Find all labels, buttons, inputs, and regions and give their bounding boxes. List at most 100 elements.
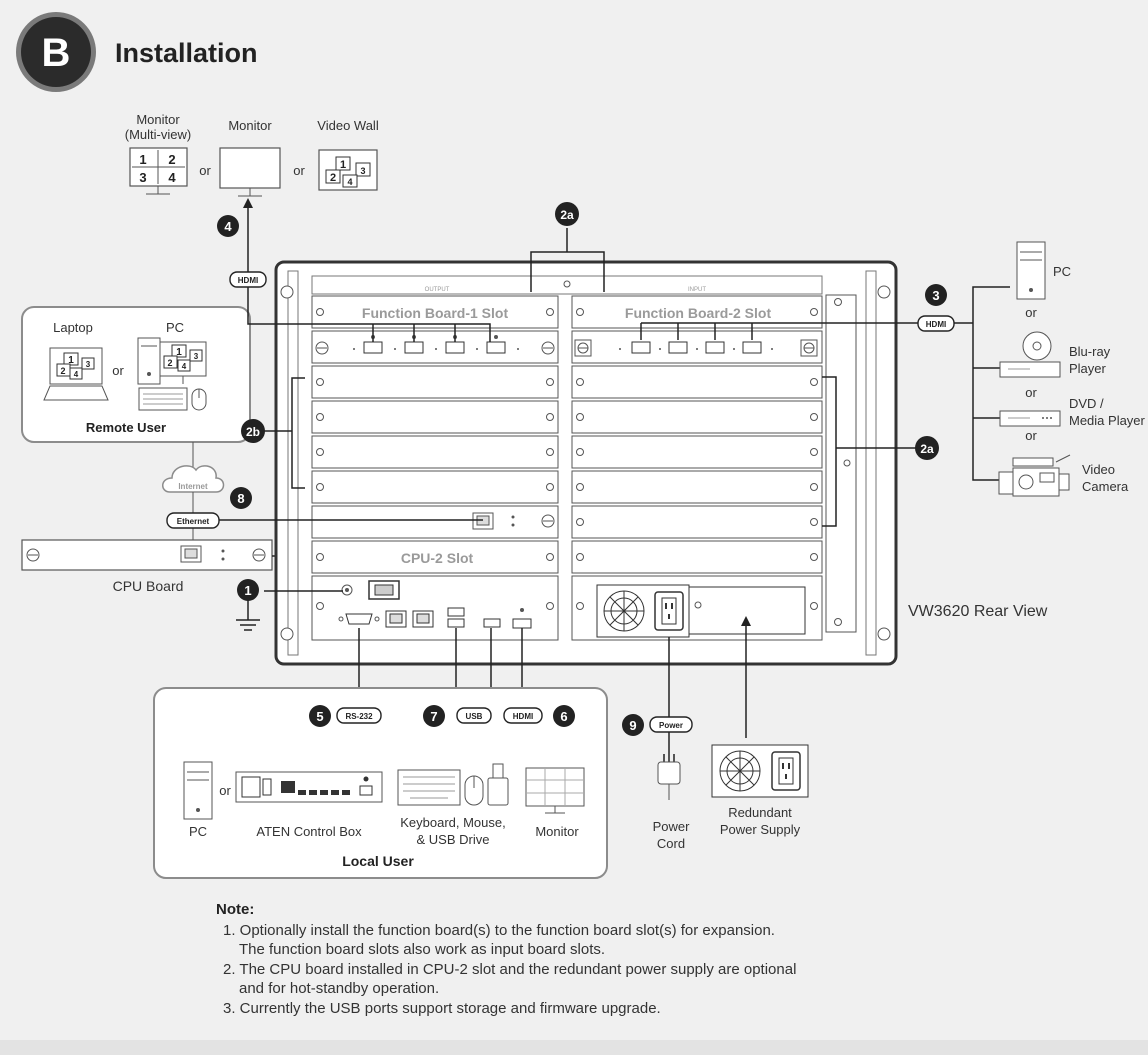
svg-text:Ethernet: Ethernet <box>177 517 210 526</box>
notes-heading: Note: <box>216 901 255 918</box>
left-slot-column: Function Board-1 Slot CPU-2 Slot <box>311 295 559 641</box>
pc-icon-source <box>1016 241 1046 300</box>
svg-text:3: 3 <box>86 360 91 369</box>
local-user-box: PC or ATEN Control Box Keyboard, Mouse,&… <box>153 687 608 879</box>
step-9-badge: 9 <box>622 714 644 736</box>
svg-text:9: 9 <box>629 718 636 733</box>
svg-text:5: 5 <box>316 709 323 724</box>
keyboard-mouse-usb-icon <box>397 763 509 806</box>
cell-4: 4 <box>168 170 176 185</box>
monitor-icon-local <box>525 767 585 814</box>
svg-text:4: 4 <box>224 219 232 234</box>
note-2: 2. The CPU board installed in CPU-2 slot… <box>223 960 797 978</box>
step-5-badge: 5 <box>309 705 331 727</box>
cpu-2-slot-label: CPU-2 Slot <box>401 550 474 566</box>
vw3620-chassis: OUTPUT INPUT Function Board-1 Slot CPU-2… <box>274 260 898 666</box>
section-badge: B <box>42 31 71 75</box>
or-source-2: or <box>1025 385 1037 400</box>
peripherals-label: Keyboard, Mouse,& USB Drive <box>400 815 506 847</box>
svg-text:2b: 2b <box>246 425 260 439</box>
svg-text:4: 4 <box>347 177 352 187</box>
function-board-2-label: Function Board-2 Slot <box>625 305 772 321</box>
control-box-icon <box>235 771 383 803</box>
local-user-label: Local User <box>342 853 414 869</box>
note-3: 3. Currently the USB ports support stora… <box>223 999 661 1017</box>
note-1-cont: The function board slots also work as in… <box>239 941 606 958</box>
function-board-1-label: Function Board-1 Slot <box>362 305 509 321</box>
cable-tags: HDMI HDMI Ethernet RS-232 USB HDMI Power <box>166 271 955 733</box>
section-header: B Installation <box>16 12 258 92</box>
remote-user-box: Laptop 1 2 3 4 or PC 1 2 3 4 <box>21 306 251 443</box>
step-3-badge: 3 <box>925 284 947 306</box>
svg-text:USB: USB <box>466 712 483 721</box>
pc-label-remote: PC <box>166 320 184 335</box>
dvd-player-icon <box>999 410 1061 427</box>
cell-1: 1 <box>139 152 146 167</box>
ethernet-tag: Ethernet <box>166 512 220 529</box>
note-1: 1. Optionally install the function board… <box>223 921 775 939</box>
remote-user-label: Remote User <box>86 420 166 435</box>
laptop-label: Laptop <box>53 320 93 335</box>
control-panel-ports <box>338 580 532 629</box>
svg-text:4: 4 <box>74 370 79 379</box>
monitor-label-local: Monitor <box>535 824 579 839</box>
hdmi-tag-6: HDMI <box>503 707 543 724</box>
step-2b-badge: 2b <box>241 419 265 443</box>
output-label: OUTPUT <box>425 287 450 293</box>
svg-text:Power: Power <box>659 721 683 730</box>
svg-text:2: 2 <box>60 366 65 376</box>
section-title: Installation <box>115 38 258 68</box>
pc-label-local: PC <box>189 824 207 839</box>
power-cord-icon <box>657 754 681 800</box>
internet-cloud: Internet <box>162 442 225 540</box>
svg-text:2a: 2a <box>920 442 934 456</box>
rs232-tag: RS-232 <box>336 707 382 724</box>
or-label-1: or <box>199 163 211 178</box>
pc-label-source: PC <box>1053 264 1071 279</box>
monitor-label: Monitor <box>228 118 272 133</box>
svg-text:2: 2 <box>330 172 336 184</box>
hdmi-tag-3: HDMI <box>917 315 955 332</box>
pc-icon-local <box>183 761 213 820</box>
notes-section: Note: 1. Optionally install the function… <box>216 900 936 1018</box>
cpu-board: CPU Board <box>21 539 273 594</box>
step-4-badge: 4 <box>217 215 239 237</box>
rear-view-label: VW3620 Rear View <box>908 603 1048 620</box>
video-camera-icon <box>998 454 1071 497</box>
svg-text:3: 3 <box>360 166 365 176</box>
step-6-badge: 6 <box>553 705 575 727</box>
multiview-label: Monitor(Multi-view) <box>125 112 191 142</box>
right-slot-column: Function Board-2 Slot <box>571 295 823 641</box>
input-label: INPUT <box>688 287 706 293</box>
svg-text:RS-232: RS-232 <box>345 712 373 721</box>
step-1-badge: 1 <box>237 579 259 601</box>
power-tag: Power <box>649 716 693 733</box>
cell-2: 2 <box>168 152 175 167</box>
display-options: Monitor(Multi-view) 1 2 3 4 or Monitor o… <box>125 112 379 197</box>
step-8-badge: 8 <box>230 487 252 509</box>
cpu-board-label: CPU Board <box>113 578 184 594</box>
or-source-1: or <box>1025 305 1037 320</box>
svg-text:2: 2 <box>167 358 172 368</box>
multiview-monitor-icon: 1 2 3 4 <box>129 147 188 195</box>
usb-tag: USB <box>456 707 492 724</box>
svg-text:1: 1 <box>340 159 346 171</box>
monitor-icon <box>219 147 281 197</box>
videowall-icon: 1 2 3 4 <box>318 149 378 191</box>
internet-label: Internet <box>178 482 208 491</box>
control-box-label: ATEN Control Box <box>256 824 362 839</box>
cell-3: 3 <box>139 170 146 185</box>
or-label-2: or <box>293 163 305 178</box>
or-label-remote: or <box>112 363 124 378</box>
laptop-icon: 1 2 3 4 <box>43 347 109 401</box>
power-supply-unit <box>596 584 806 638</box>
svg-text:3: 3 <box>932 288 939 303</box>
step-2a-badge-right: 2a <box>915 436 939 460</box>
svg-text:2a: 2a <box>560 208 574 222</box>
